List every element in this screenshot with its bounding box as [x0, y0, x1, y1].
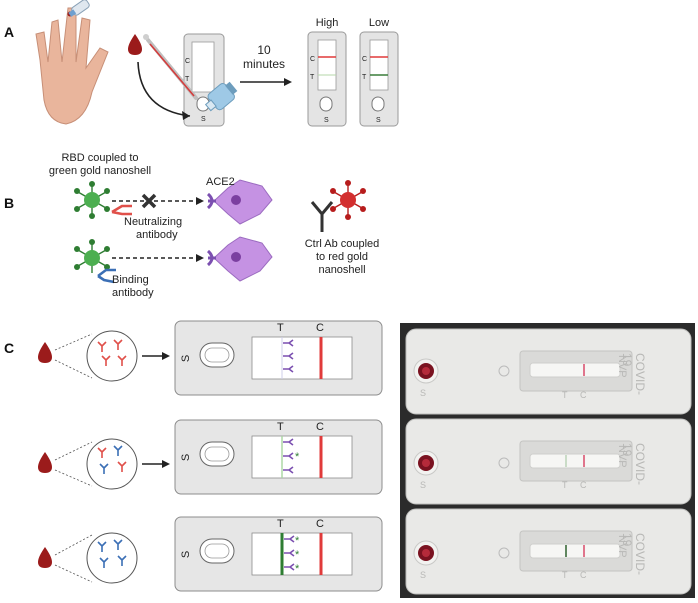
time-value: 10 — [257, 43, 271, 57]
sample-circle-binding — [86, 532, 138, 584]
curved-arrow — [137, 61, 191, 117]
neutralizing-line1: Neutralizing — [124, 216, 183, 228]
photo-c-label-2: C — [580, 480, 587, 490]
rbd-label-line2: green gold nanoshell — [48, 165, 152, 177]
photo-t-label-2: T — [562, 480, 568, 490]
result-low-c-label: C — [362, 56, 368, 63]
ace2-cell-icon — [206, 179, 273, 225]
photo-s-label-2: S — [420, 480, 427, 490]
photo-brand-label-1: NVP — [616, 355, 628, 378]
strip2-s-label: S — [180, 453, 193, 462]
photo-graphics — [405, 328, 692, 595]
result-high-c-label: C — [310, 56, 316, 63]
strip3-t-label: T — [277, 518, 284, 530]
photo-cassette-2 — [405, 418, 692, 505]
strip1-s-label: S — [180, 354, 193, 363]
blood-drop-icon — [128, 34, 142, 55]
neutralizing-line2: antibody — [136, 229, 178, 241]
svg-text:*: * — [295, 563, 300, 575]
cassette-c-label: C — [185, 58, 191, 65]
cassette-s-label: S — [201, 116, 206, 123]
block-x-icon — [141, 193, 157, 209]
ace2-label: ACE2 — [206, 176, 235, 188]
panel-label-c: C — [4, 340, 15, 356]
svg-text:*: * — [295, 451, 300, 463]
hand-illustration — [35, 7, 109, 125]
test-strip-3: * * * — [174, 516, 383, 592]
svg-text:*: * — [295, 549, 300, 561]
photo-c-label-3: C — [580, 570, 587, 580]
green-nanoshell-rbd — [74, 239, 110, 273]
rbd-label: RBD coupled to green gold nanoshell — [40, 152, 160, 178]
result-low-t-label: T — [362, 74, 367, 81]
strip1-t-label: T — [277, 322, 284, 334]
photo-cassette-1 — [405, 328, 692, 415]
blood-drop-icon — [38, 547, 52, 568]
ctrl-line2: to red gold — [316, 251, 368, 263]
control-antibody-icon — [310, 201, 334, 232]
result-high-t-label: T — [310, 74, 315, 81]
pipette-icon — [143, 34, 198, 100]
low-label: Low — [368, 17, 390, 29]
blood-drop-icon — [38, 342, 52, 363]
binding-label: Binding antibody — [112, 274, 154, 300]
svg-text:*: * — [295, 535, 300, 547]
strip2-c-label: C — [316, 421, 324, 433]
sample-circle-mixed — [86, 438, 138, 490]
result-high-s-label: S — [324, 117, 329, 124]
panel-label-a: A — [4, 24, 15, 40]
photo-brand-label-3: NVP — [616, 535, 628, 558]
panel-label-b: B — [4, 195, 15, 211]
photo-t-label-3: T — [562, 570, 568, 580]
strip3-s-label: S — [180, 550, 193, 559]
time-unit: minutes — [242, 57, 286, 71]
lancet-icon — [68, 0, 90, 17]
photo-s-label-3: S — [420, 570, 427, 580]
ctrl-line1: Ctrl Ab coupled — [304, 238, 380, 250]
photo-t-label-1: T — [562, 390, 568, 400]
green-nanoshell-rbd — [74, 181, 110, 219]
photo-cassette-3 — [405, 508, 692, 595]
cassette-t-label: T — [185, 76, 190, 83]
blood-drop-icon — [38, 452, 52, 473]
test-strip-2: * — [174, 419, 383, 495]
ace2-cell-icon — [206, 236, 273, 282]
rbd-label-line1: RBD coupled to — [61, 152, 139, 164]
result-low-s-label: S — [376, 117, 381, 124]
binding-line2: antibody — [112, 287, 154, 299]
ctrl-line3: nanoshell — [318, 264, 366, 276]
binding-line1: Binding — [112, 274, 149, 286]
sample-circle-neutralizing — [86, 330, 138, 382]
strip3-c-label: C — [316, 518, 324, 530]
result-cassette-low — [359, 31, 399, 127]
neutralizing-antibody-icon — [111, 204, 132, 216]
high-label: High — [315, 17, 339, 29]
photo-s-label-1: S — [420, 388, 427, 398]
red-nanoshell — [330, 180, 366, 220]
buffer-bottle-icon — [204, 81, 238, 112]
binding-antibody-icon — [97, 268, 116, 284]
ctrl-label: Ctrl Ab coupled to red gold nanoshell — [300, 238, 384, 277]
test-strip-1 — [174, 320, 383, 396]
strip1-c-label: C — [316, 322, 324, 334]
neutralizing-label: Neutralizing antibody — [124, 216, 182, 242]
result-cassette-high — [307, 31, 347, 127]
photo-brand-label-2: NVP — [616, 445, 628, 468]
photo-test-cassettes: COVID-19 NVP COVID-19 NVP COVID-19 NVP S… — [400, 323, 695, 598]
strip2-t-label: T — [277, 421, 284, 433]
photo-c-label-1: C — [580, 390, 587, 400]
